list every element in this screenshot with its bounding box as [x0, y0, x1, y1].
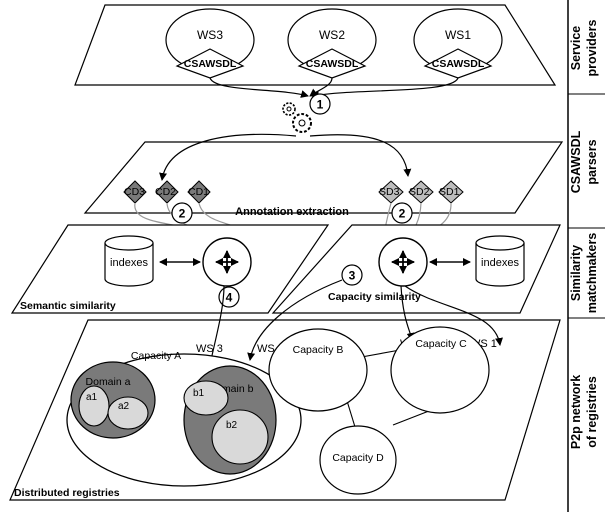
- sidebar-label-providers-1: Service: [569, 26, 583, 71]
- sd-diamonds: SD3 SD2 SD1: [378, 180, 464, 204]
- b2-registry: [211, 409, 269, 465]
- capacity-d-label: Capacity D: [332, 452, 384, 464]
- csawsdl-label: CSAWSDL: [306, 58, 359, 70]
- svg-text:1: 1: [317, 98, 324, 112]
- sidebar-label-providers-2: providers: [585, 19, 599, 76]
- capacity-d: Capacity D: [319, 425, 397, 495]
- capacity-b: Capacity B: [268, 328, 368, 412]
- sidebar-label-p2p-2: of registries: [585, 376, 599, 448]
- route-label-ws3-left: WS 3: [196, 343, 223, 355]
- svg-text:2: 2: [179, 207, 186, 221]
- sidebar: Service providers CSAWSDL parsers Simila…: [567, 0, 605, 512]
- a2-label: a2: [118, 401, 130, 412]
- indexes-label: indexes: [110, 257, 148, 269]
- gears-icon: [282, 102, 312, 133]
- cd1-diamond: [187, 180, 211, 204]
- provider-arrows: [209, 77, 459, 99]
- step-2-badge-right: 2: [391, 202, 413, 224]
- semantic-indexes-db: indexes: [104, 235, 154, 287]
- cd-diamonds: CD3 CD2 CD1: [123, 180, 211, 204]
- domain-a: Domain a a1 a2: [70, 361, 156, 439]
- svg-text:2: 2: [399, 207, 406, 221]
- domain-b: Domain b b1 b2: [183, 365, 277, 475]
- csawsdl-diamond: [175, 48, 245, 79]
- step-3-badge: 3: [341, 264, 363, 286]
- sd2-label: SD2: [409, 186, 430, 198]
- indexes-label: indexes: [481, 257, 519, 269]
- service-label: WS3: [197, 28, 223, 42]
- parser-arrows: [159, 133, 412, 181]
- step-2-badge-left: 2: [171, 202, 193, 224]
- csawsdl-diamond: [297, 48, 367, 79]
- capacity-matcher: [378, 237, 428, 287]
- b1-registry: [183, 380, 229, 416]
- cd3-label: CD3: [124, 186, 145, 198]
- svg-text:3: 3: [349, 269, 356, 283]
- svg-text:4: 4: [226, 291, 233, 305]
- sidebar-label-matchmakers-2: matchmakers: [585, 233, 599, 314]
- a1-registry: [78, 385, 110, 427]
- step-1-badge: 1: [309, 93, 331, 115]
- service-ws2: WS2 CSAWSDL: [287, 8, 377, 79]
- sd3-label: SD3: [379, 186, 400, 198]
- sidebar-label-parsers-1: CSAWSDL: [569, 130, 583, 193]
- sidebar-label-p2p-1: P2p network: [569, 375, 583, 449]
- service-ws3: WS3 CSAWSDL: [165, 8, 255, 79]
- b2-label: b2: [226, 420, 238, 431]
- semantic-plane: [10, 224, 330, 314]
- a2-registry: [107, 396, 149, 430]
- sidebar-label-parsers-2: parsers: [585, 139, 599, 184]
- semantic-title: Semantic similarity: [20, 300, 116, 312]
- capacity-indexes-db: indexes: [475, 235, 525, 287]
- cd1-label: CD1: [188, 186, 209, 198]
- sd3-diamond: [378, 180, 404, 204]
- capacity-title: Capacity similarity: [328, 291, 421, 303]
- sd1-diamond: [438, 180, 464, 204]
- sidebar-label-matchmakers-1: Similarity: [569, 245, 583, 301]
- service-label: WS1: [445, 28, 471, 42]
- b1-label: b1: [193, 388, 205, 399]
- capacity-c-label: Capacity C: [415, 338, 467, 350]
- csawsdl-label: CSAWSDL: [184, 58, 237, 70]
- cd2-diamond: [155, 180, 179, 204]
- service-label: WS2: [319, 28, 345, 42]
- cd3-diamond: [123, 180, 147, 204]
- capacity-c: Capacity C: [390, 326, 490, 414]
- a1-label: a1: [86, 392, 98, 403]
- domain-a-label: Domain a: [86, 376, 131, 388]
- parsers-plane: [83, 141, 564, 214]
- semantic-matcher: [202, 237, 252, 287]
- sd2-diamond: [408, 180, 434, 204]
- capacity-b-label: Capacity B: [293, 344, 344, 356]
- csawsdl-label: CSAWSDL: [432, 58, 485, 70]
- capacity-a-label: Capacity A: [131, 350, 181, 362]
- service-ws1: WS1 CSAWSDL: [413, 8, 503, 79]
- sd1-label: SD1: [439, 186, 460, 198]
- registries-title: Distributed registries: [14, 487, 120, 499]
- cd2-label: CD2: [155, 186, 176, 198]
- annotation-title: Annotation extraction: [235, 206, 349, 218]
- csawsdl-diamond: [423, 48, 493, 79]
